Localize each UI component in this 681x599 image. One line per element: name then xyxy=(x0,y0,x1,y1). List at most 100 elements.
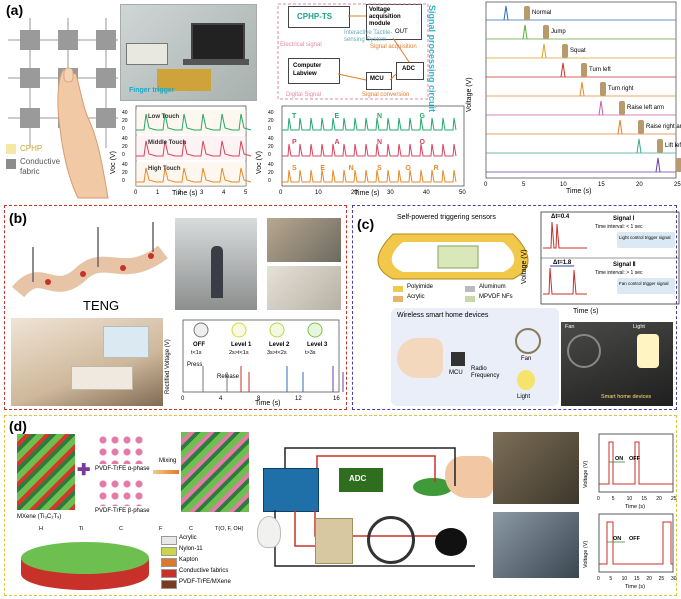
letters-frame xyxy=(281,105,465,187)
motion-peak xyxy=(579,81,585,97)
photo-lamp xyxy=(637,334,659,368)
onoff2-svg-xtick: 30 xyxy=(671,576,677,582)
hallway-photo xyxy=(175,218,257,310)
light-bulb xyxy=(257,516,281,548)
motion-figure xyxy=(638,120,644,134)
legend-fabric-label: Conductive fabric xyxy=(20,157,61,176)
motion-figure xyxy=(676,158,681,172)
level-name: Level 1 xyxy=(231,342,252,348)
cphp-ts-text: CPHP-TS xyxy=(297,12,333,21)
finger-trigger-label: Finger trigger xyxy=(129,87,175,94)
mxene-structure xyxy=(17,434,75,510)
touch-xtick: 3 xyxy=(200,190,204,196)
motion-figure xyxy=(543,25,549,39)
layer-swatch xyxy=(161,558,177,567)
letter-label: P xyxy=(292,139,297,146)
polyimide-swatch xyxy=(393,286,403,292)
letters-ylabel: Voc (V) xyxy=(256,151,263,174)
signal-processing-side-label: Signal processing circuit xyxy=(427,5,437,113)
onoff2-svg-xtick: 10 xyxy=(622,576,628,582)
panel-c-label: (c) xyxy=(357,216,375,232)
mixing-label: Mixing xyxy=(159,458,177,464)
room-sofa xyxy=(71,366,133,390)
wireless-box: Wireless smart home devices MCU Radio Fr… xyxy=(391,308,559,406)
release-label: Release xyxy=(217,374,240,380)
onoff1-svg-xtick: 0 xyxy=(597,496,600,502)
signal-conversion-text: Signal conversion xyxy=(362,92,410,98)
letter-label: O xyxy=(420,139,426,146)
aluminum-swatch xyxy=(465,286,475,292)
mcu-text: MCU xyxy=(370,76,384,82)
motion-figure xyxy=(619,101,625,115)
onoff1-svg-xtick: 5 xyxy=(612,496,615,502)
letters-ytick: 40 xyxy=(268,162,274,168)
fan-label: Fan xyxy=(521,356,532,362)
motion-peak xyxy=(522,24,528,40)
motion-label: Turn left xyxy=(589,67,611,73)
touch-trace-1 xyxy=(136,140,252,157)
interactive-text: Interactive Tactile-sensing System xyxy=(344,30,393,43)
layered-device xyxy=(21,542,149,590)
digital-signal-text: Digital Signal xyxy=(286,92,322,98)
buzzer xyxy=(435,528,467,556)
letters-ytick: 40 xyxy=(268,110,274,116)
motion-peak xyxy=(503,5,509,21)
photo-devices-label: Smart home devices xyxy=(601,394,652,400)
letter-label: N xyxy=(377,139,382,146)
mcu-label: MCU xyxy=(449,370,463,376)
touch-trace-label-1: Middle Touch xyxy=(148,140,187,146)
layer-label: Acrylic xyxy=(179,535,197,541)
touch-trace-label-0: Low Touch xyxy=(148,114,180,120)
touch-ytick: 0 xyxy=(122,152,125,158)
electrical-signal-text: Electrical signal xyxy=(280,42,322,48)
interval1-label: Time interval: < 1 sec xyxy=(595,224,643,230)
mcu-box: MCU xyxy=(366,72,392,90)
motion-label: Turn right xyxy=(608,86,634,92)
finger-trigger-photo: Finger trigger xyxy=(120,4,257,101)
touch-xtick: 0 xyxy=(134,190,138,196)
motion-figure xyxy=(524,6,530,20)
onoff2-svg-xtick: 20 xyxy=(646,576,652,582)
atom-legend: H Ti C F C T(O, F, OH) xyxy=(19,526,259,536)
onoff2-xlabel: Time (s) xyxy=(625,584,645,590)
layer-swatch xyxy=(161,580,177,589)
cphp-ts-box: CPHP-TS xyxy=(288,6,350,28)
mpvdf-swatch xyxy=(465,296,475,302)
motion-peak xyxy=(617,119,623,135)
letters-trace-1 xyxy=(282,143,457,157)
rectified-ylabel: Rectified Voltage (V) xyxy=(165,339,171,394)
laptop-base xyxy=(183,59,249,65)
touch-trace-label-2: High Touch xyxy=(148,166,181,172)
fan-icon xyxy=(515,328,541,354)
level-name: Level 3 xyxy=(307,342,328,348)
letters-ytick: 20 xyxy=(268,118,274,124)
mixing-arrow xyxy=(153,470,179,474)
panel-d: (d) MXene (Ti₃C₂Tₓ) ✚ PVDF-TrFE α-phase … xyxy=(4,415,677,596)
acrylic-label: Acrylic xyxy=(407,294,425,300)
touch-ytick: 20 xyxy=(122,170,128,176)
beta-label: PVDF-TrFE β-phase xyxy=(95,508,150,514)
motion-xtick: 15 xyxy=(598,182,605,188)
touch-ylabel: Voc (V) xyxy=(110,151,117,174)
layer-swatch xyxy=(161,536,177,545)
legend-cphp-swatch xyxy=(6,144,16,154)
demo-photo-2 xyxy=(493,512,579,578)
switch-plate xyxy=(315,518,353,564)
circuit-photo-1 xyxy=(267,218,341,262)
layer-label: Conductive fabrics xyxy=(179,568,229,574)
laptop-screen xyxy=(191,23,245,61)
touch-ytick: 0 xyxy=(122,126,125,132)
legend-cphp-label: CPHP xyxy=(20,144,43,153)
letter-label: E xyxy=(320,165,325,172)
motion-label: Lift left leg xyxy=(665,143,681,149)
touch-xtick: 1 xyxy=(156,190,160,196)
signal-acquisition-text: Signal acquisition xyxy=(370,44,417,50)
